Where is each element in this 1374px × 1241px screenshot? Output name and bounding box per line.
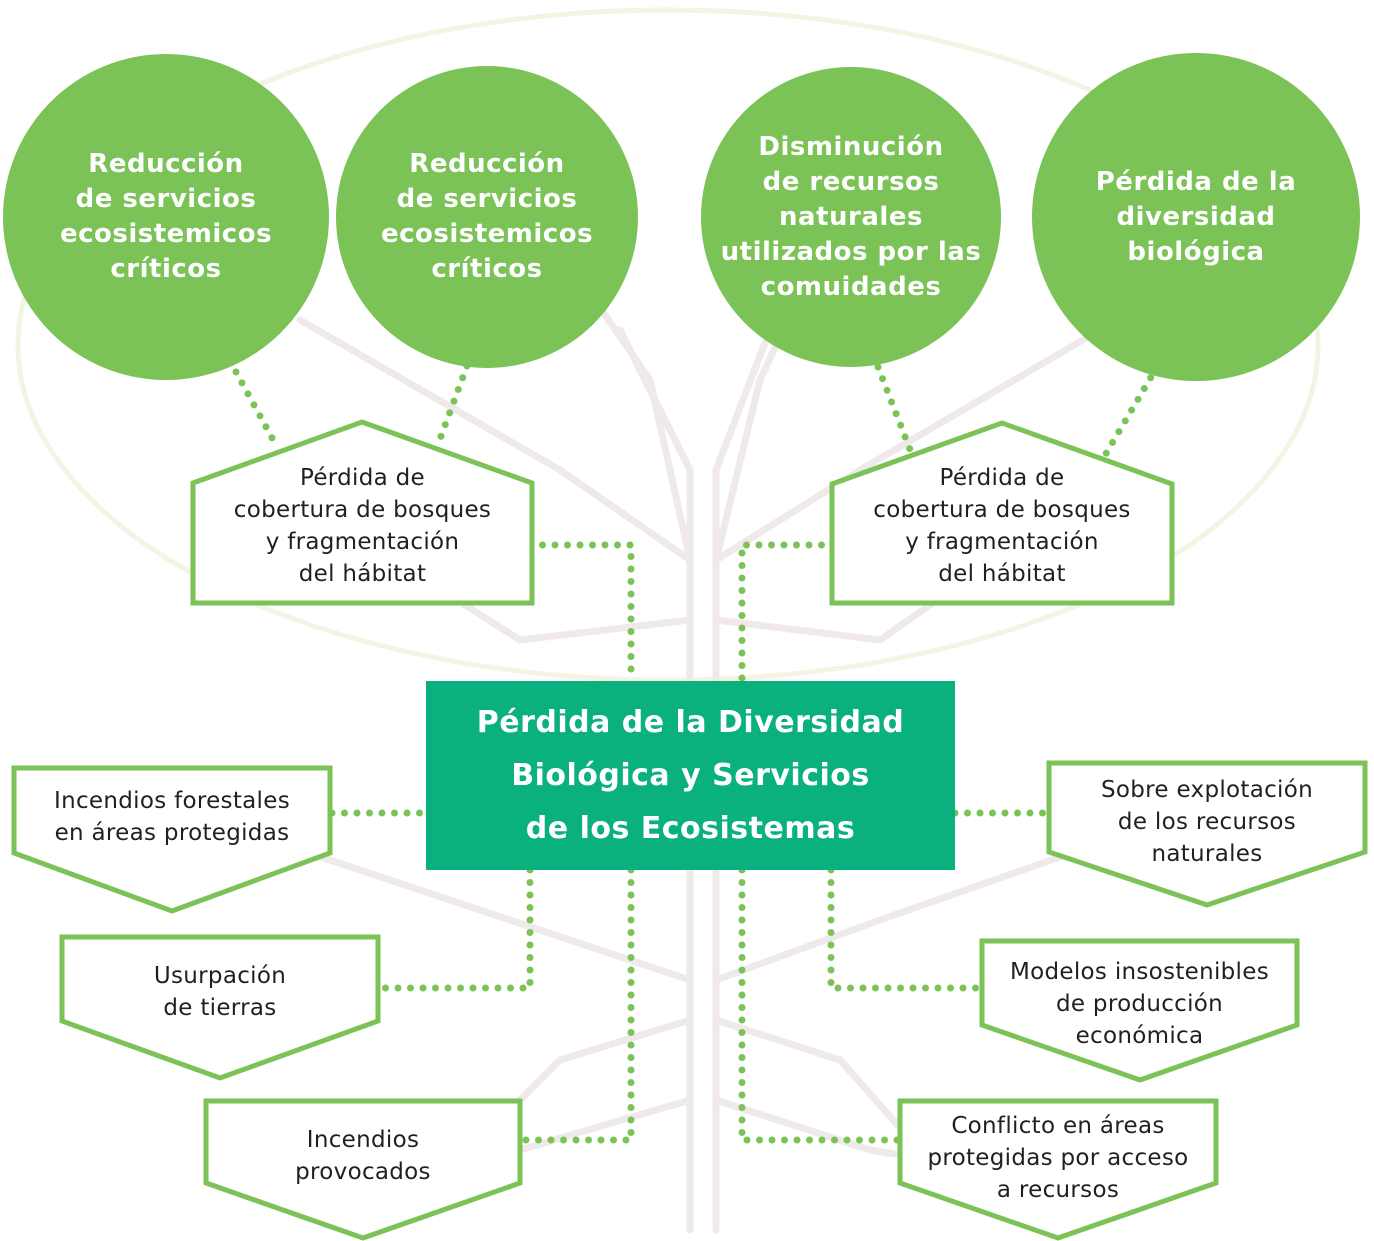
- cause-box-right-3: [897, 1098, 1219, 1241]
- effect-label-1: Reducción de servicios ecosistemicos crí…: [3, 54, 329, 380]
- effect-3-line: utilizados por las: [720, 236, 982, 267]
- cause-left-label-1: Incendios forestales en áreas protegidas: [14, 784, 330, 850]
- background-ellipse: [15, 7, 1321, 683]
- effect-3-line: comuidades: [760, 271, 942, 302]
- effect-circle-4: [1032, 53, 1360, 381]
- effect-label-3: Disminución de recursos naturales utiliz…: [701, 67, 1001, 367]
- cause-left-3-line: Incendios: [306, 1127, 420, 1153]
- cause-left-1-line: Incendios forestales: [54, 788, 290, 814]
- central-problem-title: Pérdida de la Diversidad Biológica y Ser…: [477, 696, 905, 855]
- direct-effect-1-line: cobertura de bosques: [233, 497, 492, 523]
- cause-right-2-line: de producción: [1055, 991, 1224, 1017]
- central-problem-line: Biológica y Servicios: [511, 758, 870, 793]
- effect-2-line: Reducción: [409, 149, 565, 179]
- effect-2-line: de servicios: [396, 184, 578, 214]
- cause-box-left-3: [203, 1098, 523, 1241]
- direct-effect-1-line: y fragmentación: [265, 529, 460, 555]
- direct-effect-2-line: del hábitat: [938, 561, 1066, 587]
- cause-right-label-2: Modelos insostenibles de producción econ…: [982, 956, 1297, 1052]
- cause-box-left-2: [59, 934, 381, 1081]
- cause-left-label-3: Incendios provocados: [206, 1123, 520, 1189]
- direct-effect-box-2: [829, 420, 1175, 606]
- arrow-boxes: [11, 419, 1368, 1241]
- direct-effect-1-line: Pérdida de: [300, 465, 425, 491]
- effect-1-line: ecosistemicos: [59, 219, 273, 249]
- direct-effect-2-line: Pérdida de: [939, 465, 1065, 491]
- cause-left-2-line: de tierras: [163, 995, 277, 1021]
- cause-right-1-line: naturales: [1151, 841, 1263, 867]
- dotted-connectors: [220, 346, 1161, 1144]
- direct-effect-label-2: Pérdida de cobertura de bosques y fragme…: [832, 462, 1172, 590]
- effect-2-line: críticos: [431, 254, 543, 284]
- direct-effect-2-line: y fragmentación: [905, 529, 1099, 555]
- cause-left-label-2: Usurpación de tierras: [62, 959, 378, 1025]
- effect-3-line: Disminución: [758, 131, 944, 162]
- central-problem-box: Pérdida de la Diversidad Biológica y Ser…: [426, 681, 955, 870]
- effect-3-line: naturales: [779, 201, 923, 232]
- cause-left-3-line: provocados: [295, 1159, 431, 1185]
- effect-1-line: de servicios: [75, 184, 257, 214]
- effect-label-4: Pérdida de la diversidad biológica: [1032, 53, 1360, 381]
- cause-right-1-line: de los recursos: [1117, 809, 1297, 835]
- effect-label-2: Reducción de servicios ecosistemicos crí…: [336, 66, 638, 368]
- direct-effect-box-1: [190, 419, 535, 606]
- central-problem-line: de los Ecosistemas: [525, 811, 856, 846]
- effect-4-line: biológica: [1127, 236, 1265, 267]
- cause-right-label-1: Sobre explotación de los recursos natura…: [1049, 774, 1365, 870]
- effect-3-line: de recursos: [762, 166, 940, 197]
- cause-right-label-3: Conflicto en áreas protegidas por acceso…: [900, 1110, 1216, 1206]
- effect-circle-3: [701, 67, 1001, 367]
- cause-right-3-line: a recursos: [996, 1177, 1120, 1203]
- effect-4-line: diversidad: [1116, 201, 1276, 232]
- direct-effect-1-line: del hábitat: [298, 561, 427, 587]
- effect-circle-2: [336, 66, 638, 368]
- cause-right-2-line: Modelos insostenibles: [1010, 959, 1269, 985]
- cause-left-1-line: en áreas protegidas: [54, 820, 290, 846]
- direct-effect-label-1: Pérdida de cobertura de bosques y fragme…: [193, 462, 532, 590]
- cause-right-2-line: económica: [1075, 1023, 1204, 1049]
- effect-circle-1: [3, 54, 329, 380]
- cause-box-left-1: [11, 765, 333, 914]
- central-problem-line: Pérdida de la Diversidad: [476, 705, 905, 740]
- effect-4-line: Pérdida de la: [1095, 166, 1297, 197]
- cause-box-right-2: [979, 938, 1300, 1083]
- direct-effect-2-line: cobertura de bosques: [873, 497, 1131, 523]
- cause-right-3-line: protegidas por acceso: [927, 1145, 1189, 1171]
- effect-circles: [3, 53, 1360, 381]
- cause-left-2-line: Usurpación: [153, 963, 287, 989]
- cause-right-3-line: Conflicto en áreas: [951, 1113, 1165, 1139]
- effect-2-line: ecosistemicos: [380, 219, 594, 249]
- effect-1-line: críticos: [110, 254, 222, 284]
- effect-1-line: Reducción: [88, 149, 244, 179]
- cause-box-right-1: [1046, 760, 1368, 908]
- cause-right-1-line: Sobre explotación: [1101, 777, 1313, 803]
